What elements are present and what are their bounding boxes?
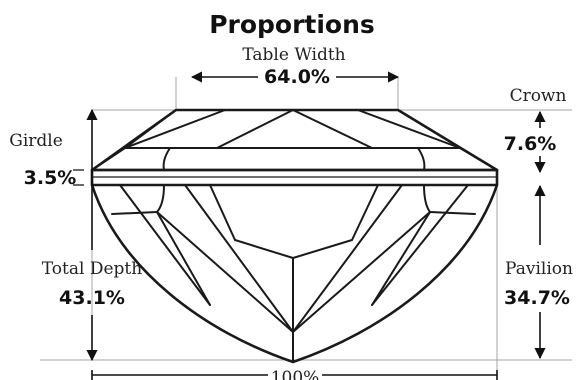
girdle-label: Girdle: [9, 131, 63, 151]
reference-guides: [40, 77, 572, 378]
girdle-value: 3.5%: [24, 167, 77, 189]
table-width-label: Table Width: [242, 45, 345, 65]
pavilion-label: Pavilion: [505, 259, 573, 279]
pavilion-value: 34.7%: [504, 287, 570, 309]
pavilion-facets: [111, 184, 476, 363]
diameter-label: 100%: [271, 368, 320, 380]
diagram-title: Proportions: [209, 10, 375, 39]
table-width-value: 64.0%: [264, 66, 330, 88]
crown-label: Crown: [510, 86, 567, 106]
diamond-gem: [90, 108, 499, 364]
total-depth-label: Total Depth: [42, 259, 142, 279]
crown-facets: [91, 109, 498, 171]
total-depth-value: 43.1%: [59, 287, 125, 309]
dimension-arrows: [73, 71, 546, 380]
crown-value: 7.6%: [504, 133, 557, 155]
